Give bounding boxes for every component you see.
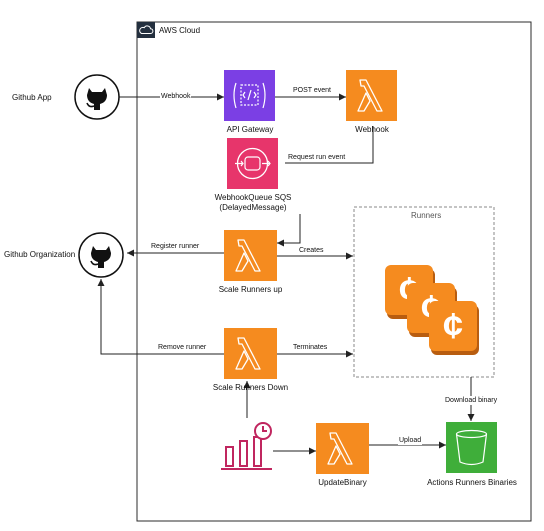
edge-label-creates: Creates: [298, 246, 325, 255]
edge-label-remove-runner: Remove runner: [157, 343, 208, 352]
ec2-instance-icon: ¢: [429, 301, 479, 355]
webhook-lambda-node: [346, 70, 397, 121]
edge-label-request-run-event: Request run event: [287, 153, 347, 162]
sqs-node: [227, 138, 278, 189]
update-binary-lambda-node: [316, 423, 369, 474]
lambda-icon: [316, 423, 369, 474]
edge-label-download-binary: Download binary: [444, 396, 499, 405]
lambda-icon: [224, 328, 277, 379]
github-icon: [86, 88, 107, 110]
edge-label-register-runner: Register runner: [150, 242, 201, 251]
github-org-node: [78, 232, 124, 278]
edge-remove-runner: [97, 279, 224, 355]
update-binary-label: UpdateBinary: [318, 478, 367, 487]
s3-bucket-icon: [446, 422, 497, 473]
runners-group-label: Runners: [411, 211, 442, 220]
scale-up-lambda-node: [224, 230, 277, 281]
svg-text:¢: ¢: [443, 305, 463, 346]
edge-request-run-event: [285, 126, 374, 164]
cloud-label: AWS Cloud: [159, 26, 201, 35]
sqs-label-line2: (DelayedMessage): [219, 203, 287, 212]
lambda-icon: [346, 70, 397, 121]
s3-bucket-label: Actions Runners Binaries: [427, 478, 517, 487]
ec2-runners-stack: ¢ ¢ ¢: [385, 265, 479, 355]
edge-label-upload: Upload: [398, 436, 423, 445]
github-app-node: [74, 74, 120, 120]
edge-label-webhook: Webhook: [160, 92, 192, 101]
github-app-label: Github App: [12, 93, 52, 102]
cloud-icon: [139, 25, 154, 34]
sqs-label-line1: WebhookQueue SQS: [214, 193, 292, 202]
github-org-label: Github Organization: [4, 250, 76, 259]
api-gateway-node: [224, 70, 275, 121]
edge-sqs-to-scale-up: [277, 214, 301, 247]
api-gateway-label: API Gateway: [226, 125, 274, 134]
aws-cloud-group: [136, 21, 532, 522]
runners-group: [353, 206, 495, 378]
scale-up-label: Scale Runners up: [218, 285, 283, 294]
lambda-icon: [224, 230, 277, 281]
s3-bucket-node: [446, 422, 497, 473]
scale-down-label: Scale Runners Down: [212, 383, 289, 392]
cloudwatch-schedule-icon: [221, 422, 272, 470]
edge-label-post-event: POST event: [292, 86, 333, 95]
webhook-lambda-label: Webhook: [355, 125, 389, 134]
scale-down-lambda-node: [224, 328, 277, 379]
edge-label-terminates: Terminates: [292, 343, 329, 352]
github-icon: [90, 246, 111, 268]
